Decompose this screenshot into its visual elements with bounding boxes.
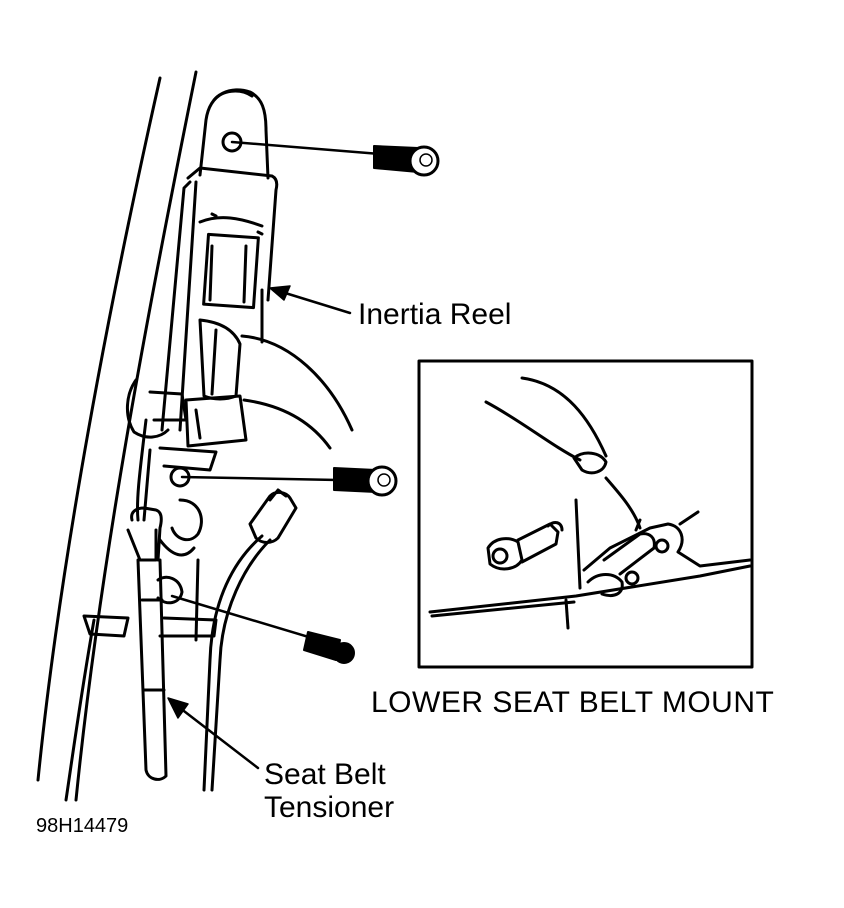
lower-bolt	[303, 631, 355, 664]
lower-seat-belt-mount-caption: LOWER SEAT BELT MOUNT	[371, 686, 775, 719]
middle-bolt-leader	[180, 475, 340, 482]
lower-mount-inset	[428, 376, 752, 630]
wire-harness	[194, 488, 298, 792]
upper-bolt-leader	[230, 140, 382, 156]
seat-belt-tensioner-label: Seat Belt Tensioner	[264, 758, 394, 824]
inertia-reel	[126, 166, 354, 472]
tensioner-arrow	[167, 697, 260, 770]
pillar-trim	[36, 70, 198, 802]
seat-belt-tensioner-label-line2: Tensioner	[264, 791, 395, 824]
seat-belt-tensioner-label-line1: Seat Belt	[264, 758, 386, 791]
seat-belt-tensioner	[126, 418, 168, 781]
upper-mount-frame	[198, 88, 270, 344]
upper-bolt	[373, 145, 440, 177]
lower-mount-inset-frame	[417, 359, 754, 669]
inertia-reel-arrow	[269, 285, 352, 315]
middle-bolt	[333, 465, 398, 497]
lower-bolt-leader	[170, 594, 314, 640]
figure-id: 98H14479	[36, 815, 129, 837]
inertia-reel-label: Inertia Reel	[358, 298, 512, 331]
